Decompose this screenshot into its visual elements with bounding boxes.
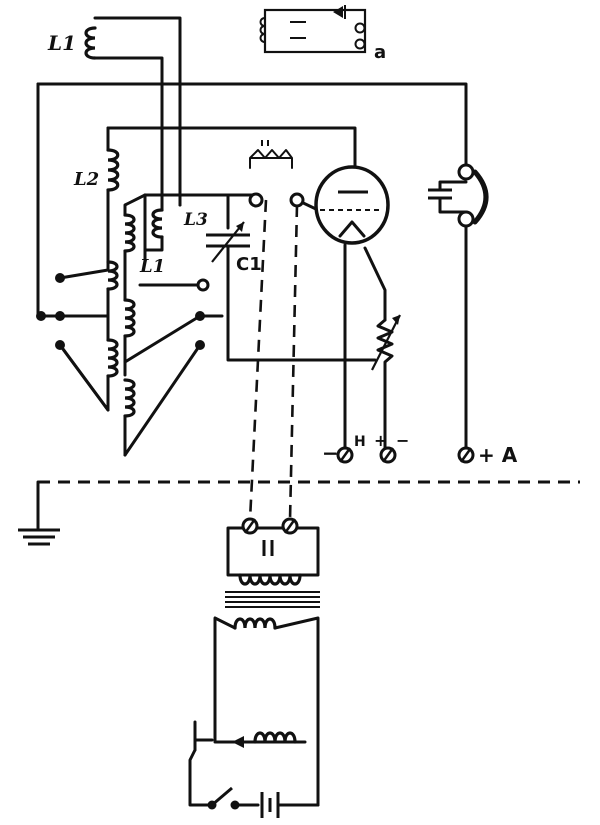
label-h: H bbox=[354, 434, 366, 450]
vacuum-tube bbox=[314, 165, 390, 245]
screw-terminal-h-minus bbox=[336, 446, 354, 464]
label-a: a bbox=[374, 42, 386, 63]
label-plus-a: + A bbox=[478, 443, 518, 467]
wiring bbox=[36, 82, 489, 457]
label-minus-mid: − bbox=[396, 431, 409, 450]
label-plus-mid: + bbox=[374, 431, 387, 450]
label-c1: C1 bbox=[236, 254, 262, 275]
screw-terminal-h-plus bbox=[379, 446, 397, 464]
dashed-ground-line bbox=[18, 199, 580, 546]
label-l1-top: L1 bbox=[47, 31, 76, 55]
label-l3: L3 bbox=[183, 210, 208, 230]
buzzer-circuit bbox=[188, 718, 320, 818]
label-l1-mid: L1 bbox=[139, 256, 165, 277]
screw-terminal-a-plus bbox=[457, 446, 475, 464]
label-minus-left: − bbox=[322, 441, 339, 465]
top-coupling-coil bbox=[84, 16, 182, 212]
lower-transformer bbox=[213, 517, 320, 807]
terminals bbox=[36, 163, 475, 464]
label-l2: L2 bbox=[73, 169, 99, 190]
inset-detector-circuit bbox=[259, 5, 367, 54]
